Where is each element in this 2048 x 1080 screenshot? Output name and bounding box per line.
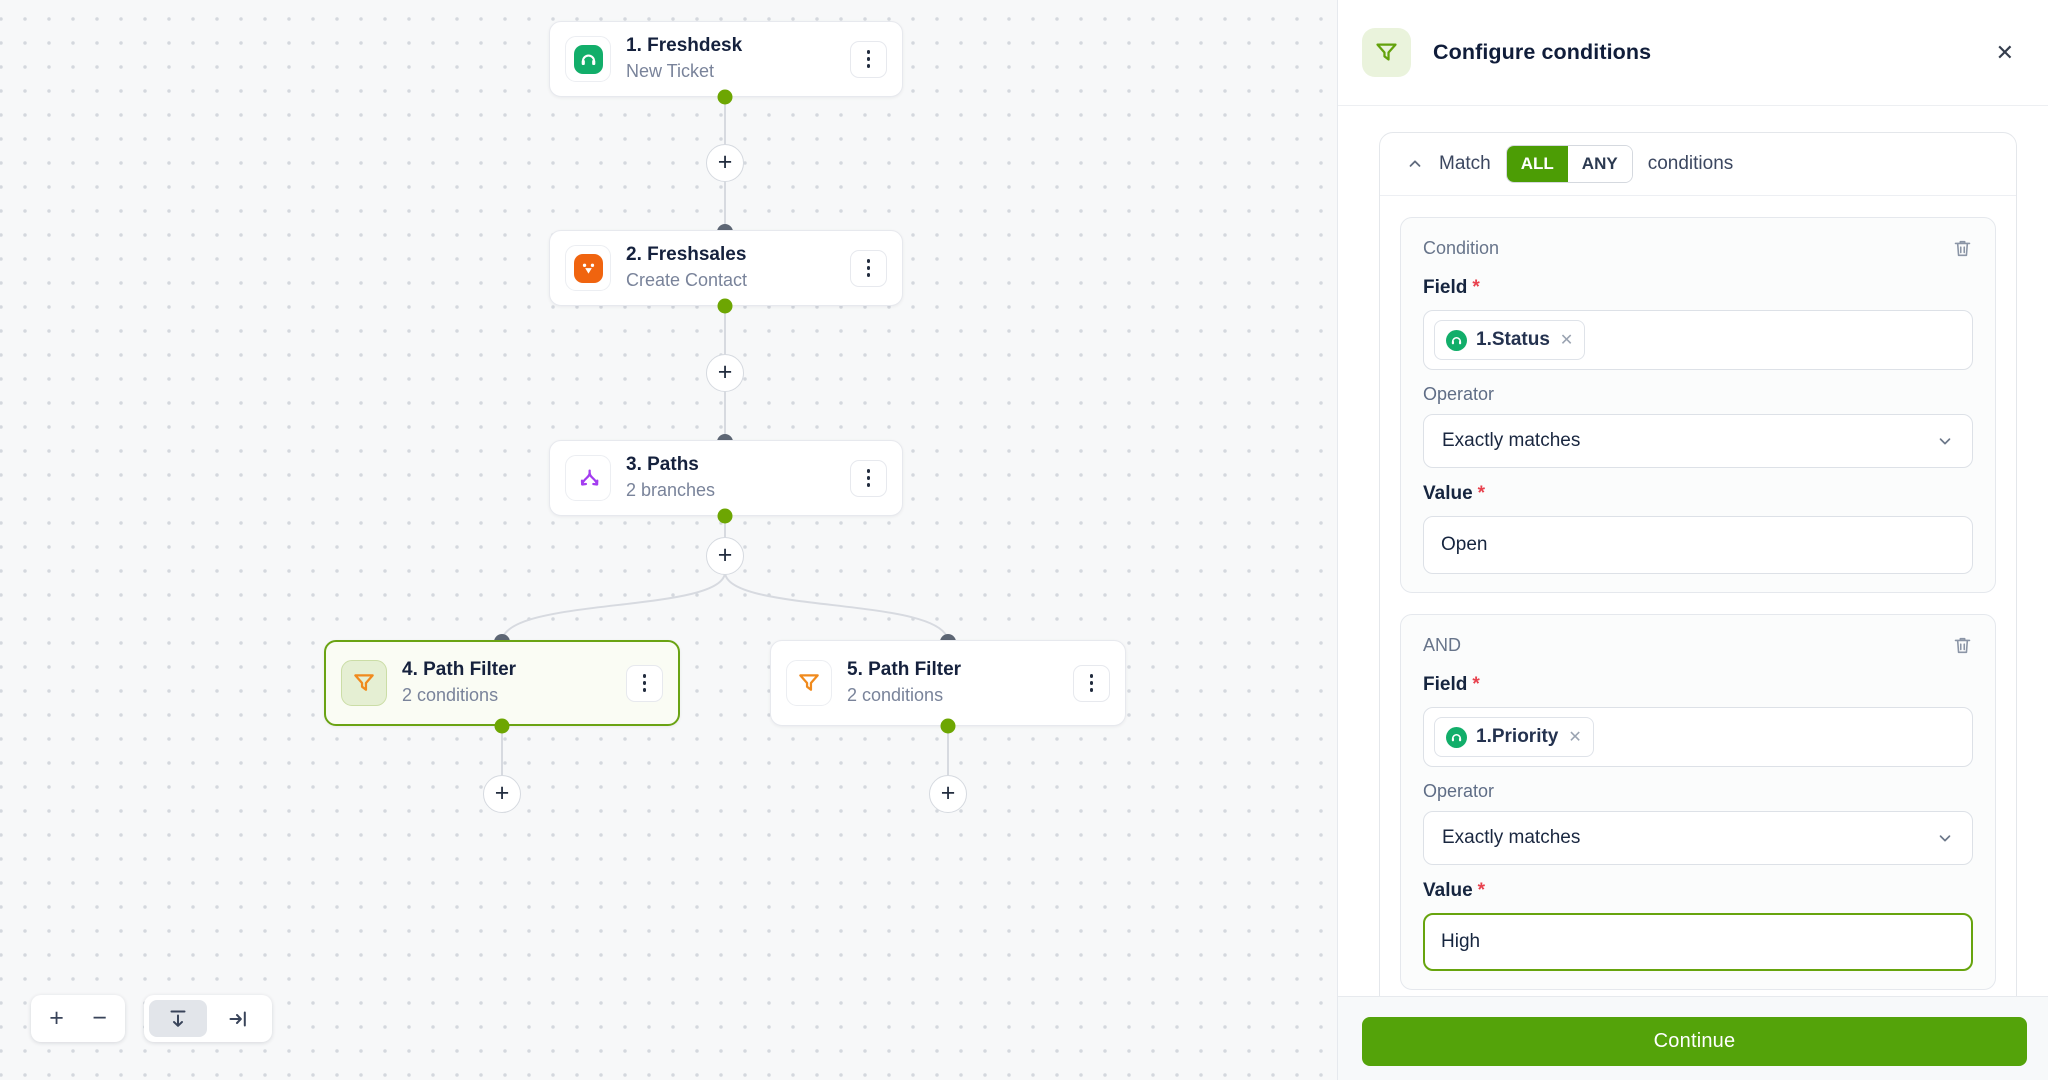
add-step-button[interactable]: +: [929, 775, 967, 813]
operator-value: Exactly matches: [1442, 827, 1581, 848]
value-input[interactable]: [1423, 516, 1973, 574]
node-freshsales[interactable]: 2. Freshsales Create Contact: [549, 230, 903, 306]
node-subtitle: New Ticket: [626, 61, 715, 82]
collapse-chevron-icon[interactable]: [1406, 155, 1424, 173]
node-freshdesk[interactable]: 1. Freshdesk New Ticket: [549, 21, 903, 97]
zoom-in-button[interactable]: +: [49, 1004, 64, 1032]
field-token[interactable]: 1.Status ✕: [1434, 320, 1586, 360]
freshsales-icon: [565, 245, 611, 291]
connector-lines: [494, 97, 956, 794]
chevron-down-icon: [1939, 438, 1951, 445]
node-menu-button[interactable]: [850, 459, 887, 497]
value-input[interactable]: [1423, 913, 1973, 971]
match-suffix-label: conditions: [1647, 153, 1734, 174]
node-menu-button[interactable]: [850, 40, 887, 78]
freshdesk-icon: [1446, 726, 1467, 748]
field-label: Field*: [1423, 277, 1480, 298]
condition-label: Condition: [1423, 237, 1500, 258]
value-label: Value*: [1423, 483, 1486, 504]
conditions-container: Match ALL ANY conditions Condition: [1379, 132, 2017, 996]
operator-select[interactable]: Exactly matches: [1423, 811, 1973, 865]
node-title: 3. Paths: [626, 454, 699, 476]
add-step-button[interactable]: +: [706, 537, 744, 575]
paths-icon: [565, 455, 611, 501]
node-title: 4. Path Filter: [402, 659, 517, 681]
node-path-filter-4[interactable]: 4. Path Filter 2 conditions: [324, 640, 680, 726]
match-prefix-label: Match: [1439, 153, 1491, 174]
freshdesk-icon: [565, 36, 611, 82]
operator-value: Exactly matches: [1442, 430, 1581, 451]
remove-token-icon[interactable]: ✕: [1559, 332, 1574, 349]
node-title: 5. Path Filter: [847, 659, 962, 681]
match-toggle: ALL ANY: [1505, 144, 1633, 184]
zoom-out-button[interactable]: −: [92, 1004, 107, 1032]
remove-token-icon[interactable]: ✕: [1568, 729, 1582, 746]
node-path-filter-5[interactable]: 5. Path Filter 2 conditions: [770, 640, 1126, 726]
chevron-down-icon: [1939, 835, 1951, 842]
node-subtitle: 2 branches: [626, 480, 716, 501]
panel-footer: Continue: [1338, 996, 2048, 1080]
layout-toolbar: [144, 995, 272, 1042]
field-input[interactable]: 1.Priority ✕: [1423, 707, 1973, 767]
panel-header: Configure conditions ✕: [1338, 0, 2048, 106]
match-any-option[interactable]: ANY: [1567, 145, 1632, 183]
match-all-option[interactable]: ALL: [1506, 145, 1568, 183]
filter-icon: [341, 660, 387, 706]
condition-card: AND Field*: [1400, 614, 1996, 990]
field-token-label: 1.Status: [1476, 329, 1550, 350]
node-menu-button[interactable]: [626, 664, 663, 702]
node-paths[interactable]: 3. Paths 2 branches: [549, 440, 903, 516]
node-title: 2. Freshsales: [626, 244, 747, 266]
conditions-list: Condition Field*: [1380, 196, 2016, 996]
node-subtitle: Create Contact: [626, 270, 748, 291]
filter-icon: [1362, 28, 1411, 77]
zoom-toolbar: + −: [31, 995, 125, 1042]
node-subtitle: 2 conditions: [402, 685, 499, 706]
node-title: 1. Freshdesk: [626, 35, 743, 57]
operator-label: Operator: [1423, 781, 1495, 801]
workflow-canvas[interactable]: 1. Freshdesk New Ticket 2. Freshsales Cr…: [0, 0, 1338, 1080]
add-step-button[interactable]: +: [706, 354, 744, 392]
condition-card: Condition Field*: [1400, 217, 1996, 593]
field-input[interactable]: 1.Status ✕: [1423, 310, 1973, 370]
panel-title: Configure conditions: [1433, 40, 1652, 64]
vertical-layout-button[interactable]: [149, 1000, 207, 1037]
add-step-button[interactable]: +: [706, 144, 744, 182]
match-row: Match ALL ANY conditions: [1380, 133, 2016, 196]
field-token-label: 1.Priority: [1476, 726, 1559, 747]
value-label: Value*: [1423, 880, 1486, 901]
node-menu-button[interactable]: [1073, 664, 1110, 702]
delete-condition-button[interactable]: [1952, 238, 1973, 259]
configure-conditions-panel: Configure conditions ✕ Match ALL ANY: [1338, 0, 2048, 1080]
field-token[interactable]: 1.Priority ✕: [1434, 717, 1594, 757]
field-label: Field*: [1423, 674, 1480, 695]
panel-body: Match ALL ANY conditions Condition: [1338, 107, 2048, 996]
filter-icon: [786, 660, 832, 706]
delete-condition-button[interactable]: [1952, 635, 1973, 656]
add-step-button[interactable]: +: [483, 775, 521, 813]
horizontal-layout-button[interactable]: [209, 1000, 267, 1037]
continue-button[interactable]: Continue: [1362, 1017, 2027, 1066]
operator-select[interactable]: Exactly matches: [1423, 414, 1973, 468]
close-icon[interactable]: ✕: [1995, 39, 2014, 65]
condition-label: AND: [1423, 634, 1462, 655]
freshdesk-icon: [1446, 329, 1467, 351]
node-menu-button[interactable]: [850, 249, 887, 287]
node-subtitle: 2 conditions: [847, 685, 944, 706]
operator-label: Operator: [1423, 384, 1495, 404]
